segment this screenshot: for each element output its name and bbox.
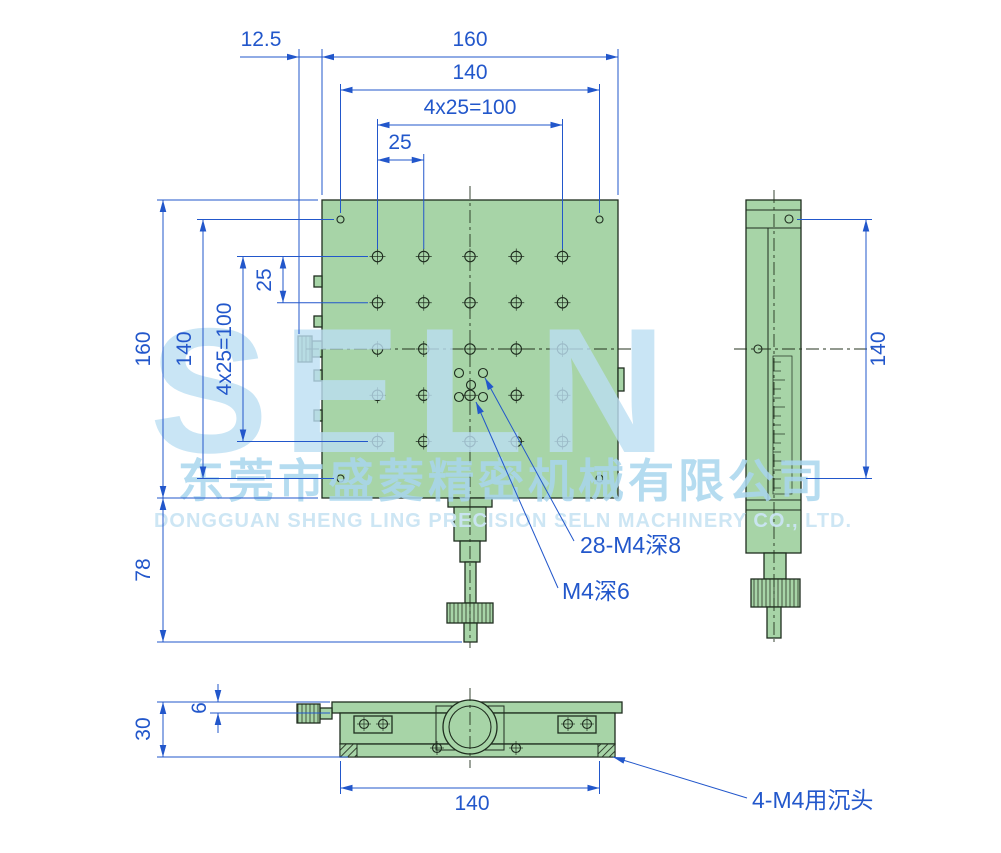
watermark-logo: SELN [150, 291, 681, 490]
corner-hole [336, 474, 345, 483]
side-adjust-knob [750, 578, 801, 608]
side-screw [784, 214, 794, 224]
dim-top-grid: 4x25=100 [377, 96, 563, 249]
center-cluster-hole [477, 367, 489, 379]
top-view [297, 186, 634, 648]
counterbore-notch [597, 743, 616, 758]
dim-top-hole-span: 140 [340, 61, 600, 213]
dim-label: 4x25=100 [213, 303, 236, 396]
stem-rod [464, 561, 477, 604]
center-cluster-hole [453, 391, 465, 403]
dim-label: 6 [188, 702, 211, 714]
counterbore-notch [339, 743, 358, 758]
dim-left-height: 160 [132, 199, 318, 499]
center-cluster-hole [477, 391, 489, 403]
dim-label: 30 [132, 717, 155, 740]
corner-hole [336, 215, 345, 224]
dim-label: 4x25=100 [424, 96, 517, 119]
left-tab [313, 369, 323, 382]
dim-left-pitch: 25 [253, 256, 368, 304]
left-tab [313, 275, 323, 288]
dimensions: 12.5 160 140 4x25=100 25 [132, 28, 890, 815]
center-m4-hole [465, 379, 477, 391]
side-stem [763, 552, 787, 580]
dim-bottom-hole-span: 140 [340, 761, 600, 815]
dim-top-pitch: 25 [377, 131, 425, 249]
watermark: SELN 东莞市盛菱精密机械有限公司 DONGGUAN SHENG LING P… [150, 291, 852, 532]
stem-tip [463, 622, 478, 643]
center-cluster-hole [453, 367, 465, 379]
dim-top-width: 160 [321, 28, 619, 195]
dim-label: 25 [253, 268, 276, 291]
dim-label: 140 [454, 792, 489, 815]
dim-label: 140 [867, 331, 890, 366]
bottom-view [296, 688, 623, 768]
dim-label: 12.5 [241, 28, 282, 51]
corner-hole [595, 215, 604, 224]
grid-holes-label: 28-M4深8 [580, 532, 681, 558]
dim-label: 78 [132, 558, 155, 581]
dim-bottom-plate: 6 [188, 684, 330, 733]
side-view [734, 190, 873, 646]
left-tab [313, 315, 323, 328]
corner-hole [595, 474, 604, 483]
dim-label: 140 [173, 331, 196, 366]
dim-label: 140 [452, 61, 487, 84]
center-hole-label: M4深6 [562, 578, 630, 604]
dim-stem-length: 78 [132, 498, 462, 643]
dim-left-grid: 4x25=100 [213, 256, 368, 442]
dim-label: 160 [452, 28, 487, 51]
dim-side-hole-span: 140 [797, 219, 890, 479]
left-tab [313, 409, 323, 422]
watermark-company-en: DONGGUAN SHENG LING PRECISION SELN MACHI… [154, 510, 852, 532]
leader-counterbore: 4-M4用沉头 [612, 756, 873, 813]
leader-grid-holes: 28-M4深8 [484, 377, 681, 558]
dim-label: 25 [388, 131, 411, 154]
dim-left-hole-span: 140 [173, 219, 334, 479]
dim-label: 160 [132, 331, 155, 366]
dim-top-offset: 12.5 [240, 28, 322, 334]
right-tab [617, 367, 625, 392]
leader-center-hole: M4深6 [475, 401, 630, 604]
dim-bottom-height: 30 [132, 701, 348, 758]
counterbore-label: 4-M4用沉头 [752, 787, 873, 813]
